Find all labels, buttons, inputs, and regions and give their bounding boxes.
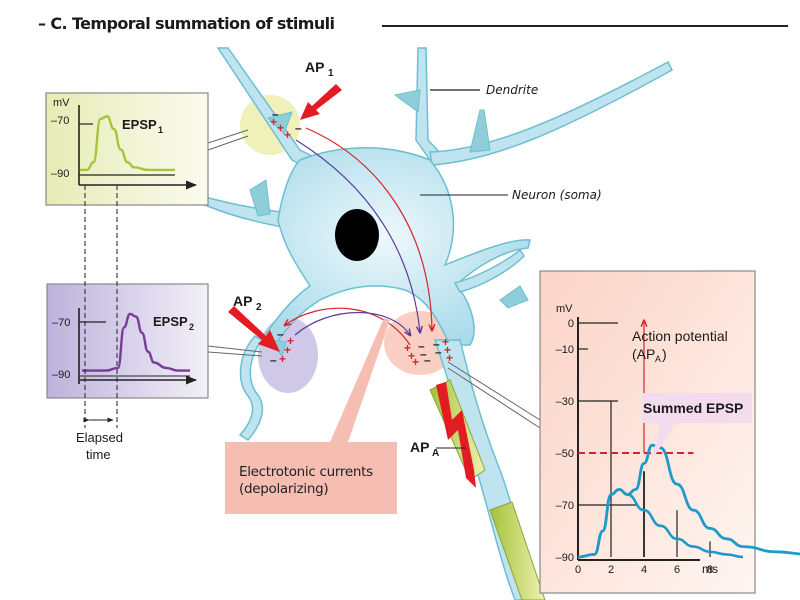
summed-guides (610, 401, 711, 557)
epsp1-title-sub: 1 (158, 125, 163, 135)
svg-text:+: + (270, 115, 277, 129)
ap2-label: AP 2 (233, 293, 262, 313)
summed-xtick-label: 4 (641, 564, 647, 576)
callout-line-2: (depolarizing) (239, 481, 329, 497)
summed-ytick-label: –50 (556, 448, 574, 460)
epsp1-panel: mV –70 –90 EPSP 1 (45, 92, 209, 206)
title-rule (382, 25, 788, 27)
svg-text:+: + (404, 341, 411, 355)
action-potential-label: Action potential (632, 328, 728, 344)
svg-text:+: + (279, 352, 286, 366)
summed-ytick-label: –10 (556, 344, 574, 356)
epsp2-title-sub: 2 (189, 322, 194, 332)
svg-text:+: + (444, 343, 451, 357)
svg-text:–: – (435, 345, 442, 359)
svg-text:–: – (277, 327, 284, 341)
epsp2-title: EPSP (153, 314, 188, 329)
epsp1-ytick--70: –70 (51, 115, 69, 127)
summed-y-unit: mV (556, 303, 573, 315)
epsp2-ytick--70: –70 (52, 317, 70, 329)
summed-y-ticks: 0 –10 –30 –50 –70 –90 (556, 318, 638, 564)
summed-xtick-label: 2 (608, 564, 614, 576)
callout-line-1: Electrotonic currents (239, 464, 373, 480)
epsp1-curve (80, 115, 175, 172)
dendritic-spines (249, 89, 529, 358)
elapsed-time-label-1: Elapsed (76, 430, 123, 445)
summed-ytick-label: –90 (556, 552, 574, 564)
summed-label-box (642, 393, 752, 423)
summed-x-ticks: 0 2 4 6 8 (575, 564, 713, 576)
ap2-text: AP (233, 293, 252, 309)
nucleus (335, 209, 379, 261)
callout-text: Electrotonic currents (depolarizing) (239, 464, 373, 498)
action-potential-sublabel: (AP A ) (632, 346, 667, 364)
figure-title-row: – C. Temporal summation of stimuli (38, 12, 788, 38)
svg-text:–: – (272, 107, 279, 121)
summed-epsp-label: Summed EPSP (643, 400, 743, 416)
summed-xtick-label: 0 (575, 564, 581, 576)
svg-text:+: + (446, 351, 453, 365)
svg-text:+: + (287, 334, 294, 348)
epsp1-ytick--90: –90 (51, 168, 69, 180)
svg-text:+: + (284, 343, 291, 357)
neuron-soma-label: Neuron (soma) (512, 188, 602, 202)
svg-text:–: – (433, 337, 440, 351)
figure-title: – C. Temporal summation of stimuli (38, 14, 335, 33)
svg-text:+: + (442, 335, 449, 349)
ap-sublabel-open: (AP (632, 346, 655, 362)
epsp2-panel: –70 –90 EPSP 2 (46, 283, 209, 399)
panel1-connector (207, 129, 249, 151)
panel2-connector (207, 345, 263, 357)
apa-label: AP A (410, 439, 439, 459)
dendrite-label: Dendrite (486, 83, 538, 97)
summed-ytick-label: –30 (556, 396, 574, 408)
charge-markers: – + + + – – + + + – + + + – – – – – + + … (270, 107, 453, 369)
ap-sublabel-close: ) (662, 346, 667, 362)
ap1-arrow (300, 84, 342, 120)
ap-sublabel-sub: A (655, 354, 661, 364)
svg-text:–: – (270, 353, 277, 367)
summed-epsp-panel: mV 0 –10 –30 –50 –70 –90 0 2 4 6 8 ms Action pote… (539, 270, 800, 594)
summed-label-pointer (652, 422, 676, 460)
svg-text:+: + (277, 121, 284, 135)
epsp1-y-unit: mV (53, 97, 70, 109)
ap2-subscript: 2 (256, 302, 262, 313)
svg-text:+: + (408, 349, 415, 363)
summed-x-unit: ms (702, 562, 718, 576)
svg-text:+: + (412, 355, 419, 369)
svg-text:–: – (295, 121, 302, 135)
epsp1-title: EPSP (122, 117, 157, 132)
myelin-sheath-2 (489, 501, 546, 600)
summed-xtick-label: 6 (674, 564, 680, 576)
callout-pointer (330, 318, 390, 442)
panel3-connector (447, 361, 541, 429)
svg-text:–: – (420, 347, 427, 361)
svg-text:+: + (284, 128, 291, 142)
apa-text: AP (410, 439, 429, 455)
svg-text:–: – (418, 339, 425, 353)
epsp2-ytick--90: –90 (52, 369, 70, 381)
ap1-label: AP 1 (305, 59, 334, 79)
ap1-text: AP (305, 59, 324, 75)
ap1-subscript: 1 (328, 68, 334, 79)
summed-ytick-label: 0 (568, 318, 574, 330)
axon-hillock-highlight (384, 311, 456, 375)
apa-subscript: A (432, 448, 439, 459)
ap2-arrow (228, 306, 280, 352)
electrotonic-currents-callout: Electrotonic currents (depolarizing) (225, 442, 397, 514)
summed-ytick-label: –70 (556, 500, 574, 512)
epsp2-curve (82, 312, 190, 372)
svg-text:–: – (424, 353, 431, 367)
summed-epsp-curve (577, 443, 800, 559)
summed-xtick-label: 8 (707, 564, 713, 576)
elapsed-time-label-2: time (86, 447, 111, 462)
apa-arrow (436, 382, 476, 488)
electrotonic-currents (285, 127, 432, 346)
